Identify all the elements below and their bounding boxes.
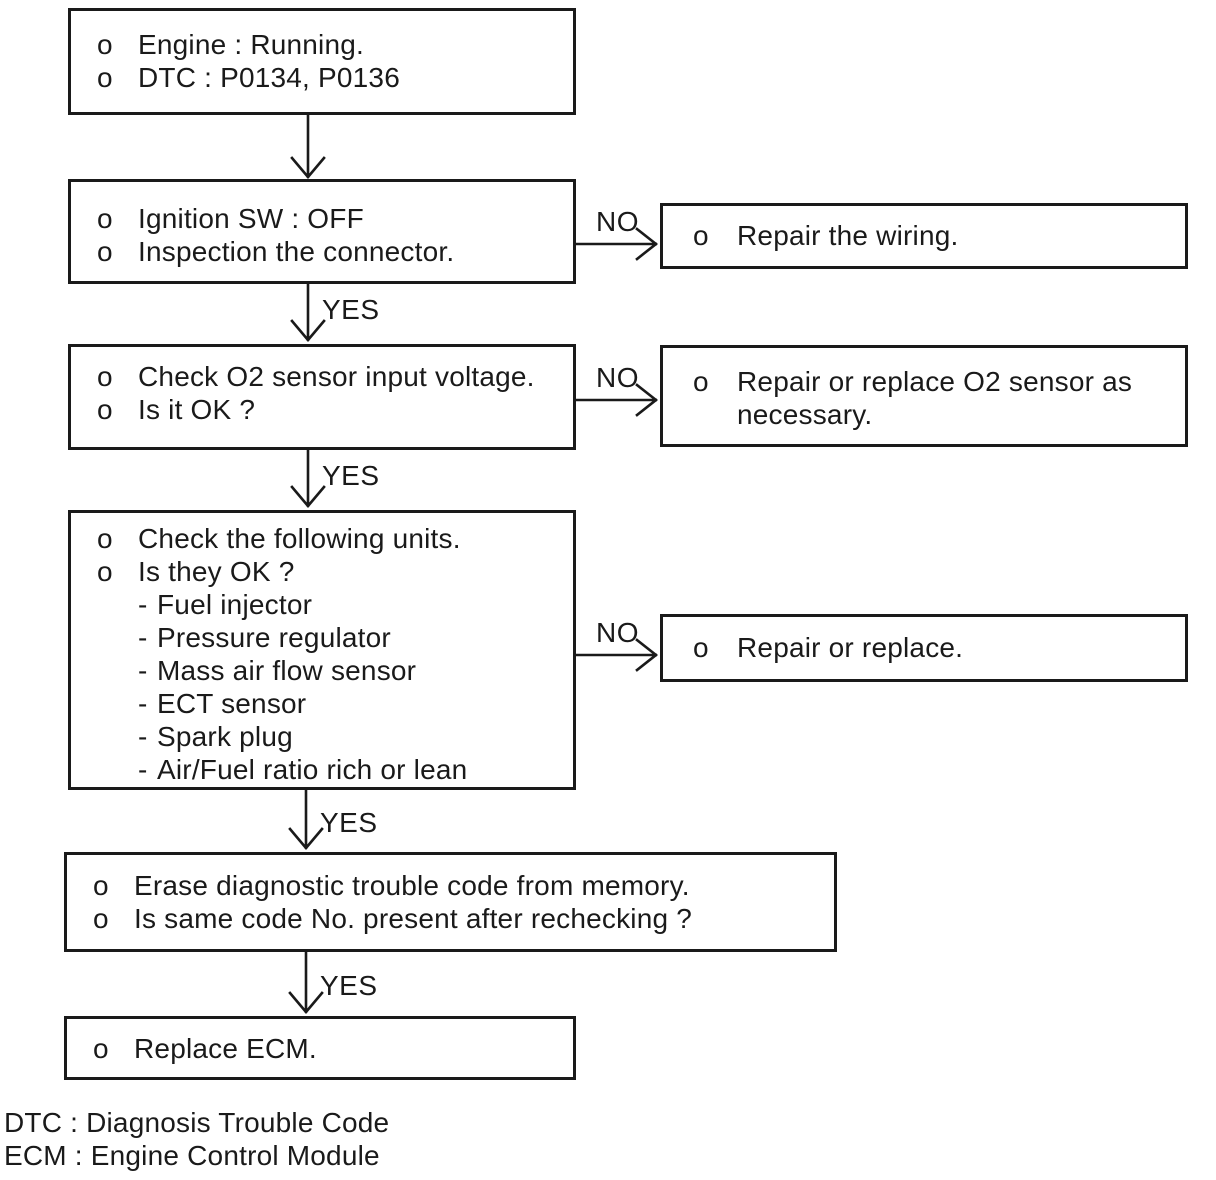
action-repair-wiring: o Repair the wiring. <box>660 203 1188 269</box>
list-item: o DTC : P0134, P0136 <box>71 61 573 94</box>
arrow-yes-o2voltage-to-units <box>290 448 326 508</box>
bullet-marker: o <box>93 870 109 901</box>
action-repair-o2-sensor: o Repair or replace O2 sensor as necessa… <box>660 345 1188 447</box>
bullet-marker: o <box>97 556 113 587</box>
bullet-marker: o <box>93 903 109 934</box>
label-yes-3: YES <box>320 807 378 838</box>
dash-marker: - <box>138 754 148 785</box>
bullet-marker: o <box>97 394 113 425</box>
arrow-yes-ignition-to-o2voltage <box>290 282 326 342</box>
label-yes-2: YES <box>322 460 380 491</box>
dash-marker: - <box>138 655 148 686</box>
step-text: Fuel injector <box>157 589 313 620</box>
step-start-conditions: o Engine : Running. o DTC : P0134, P0136 <box>68 8 576 115</box>
bullet-marker: o <box>693 366 709 397</box>
bullet-marker: o <box>693 220 709 251</box>
label-no-2: NO <box>596 362 639 393</box>
list-item: o Erase diagnostic trouble code from mem… <box>67 869 834 902</box>
list-item: o Inspection the connector. <box>71 235 573 268</box>
arrow-yes-erase-to-replace-ecm <box>288 950 324 1014</box>
dash-marker: - <box>138 688 148 719</box>
step-o2-voltage-check: o Check O2 sensor input voltage. o Is it… <box>68 344 576 450</box>
bullet-marker: o <box>693 632 709 663</box>
step-text: Inspection the connector. <box>138 236 455 267</box>
bullet-marker: o <box>97 29 113 60</box>
dash-marker: - <box>138 589 148 620</box>
list-item: o Repair or replace. <box>663 631 1185 664</box>
list-item: o Repair or replace O2 sensor as necessa… <box>663 365 1185 431</box>
legend-line-ecm: ECM : Engine Control Module <box>4 1140 380 1171</box>
step-units-check: o Check the following units. o Is they O… <box>68 510 576 790</box>
bullet-marker: o <box>97 203 113 234</box>
step-text: Repair the wiring. <box>737 220 959 251</box>
bullet-marker: o <box>97 523 113 554</box>
list-item: - Air/Fuel ratio rich or lean <box>71 753 573 786</box>
step-text: Air/Fuel ratio rich or lean <box>157 754 468 785</box>
step-text: Check O2 sensor input voltage. <box>138 361 535 392</box>
step-text: Repair or replace. <box>737 632 964 663</box>
list-item: - Pressure regulator <box>71 621 573 654</box>
step-text: Engine : Running. <box>138 29 365 60</box>
step-text: Is it OK ? <box>138 394 256 425</box>
bullet-marker: o <box>93 1033 109 1064</box>
step-text: ECT sensor <box>157 688 307 719</box>
list-item: - Mass air flow sensor <box>71 654 573 687</box>
step-text: Pressure regulator <box>157 622 391 653</box>
step-text: Replace ECM. <box>134 1033 317 1064</box>
step-text: Is same code No. present after recheckin… <box>134 903 692 934</box>
step-text: Check the following units. <box>138 523 461 554</box>
action-repair-or-replace: o Repair or replace. <box>660 614 1188 682</box>
arrow-start-to-ignition <box>290 113 326 179</box>
list-item: o Engine : Running. <box>71 28 573 61</box>
step-text: Is they OK ? <box>138 556 295 587</box>
step-text: Ignition SW : OFF <box>138 203 364 234</box>
step-ignition-check: o Ignition SW : OFF o Inspection the con… <box>68 179 576 284</box>
step-text: Spark plug <box>157 721 293 752</box>
list-item: - ECT sensor <box>71 687 573 720</box>
label-yes-1: YES <box>322 294 380 325</box>
list-item: o Repair the wiring. <box>663 219 1185 252</box>
bullet-marker: o <box>97 361 113 392</box>
abbreviation-legend: DTC : Diagnosis Trouble Code ECM : Engin… <box>4 1106 389 1172</box>
step-text: Repair or replace O2 sensor as necessary… <box>737 366 1133 430</box>
list-item: o Replace ECM. <box>67 1032 573 1065</box>
bullet-marker: o <box>97 236 113 267</box>
list-item: o Is same code No. present after recheck… <box>67 902 834 935</box>
list-item: o Is they OK ? <box>71 555 573 588</box>
list-item: o Check the following units. <box>71 522 573 555</box>
list-item: o Ignition SW : OFF <box>71 202 573 235</box>
bullet-marker: o <box>97 62 113 93</box>
legend-line-dtc: DTC : Diagnosis Trouble Code <box>4 1107 390 1138</box>
label-no-3: NO <box>596 617 639 648</box>
step-text: DTC : P0134, P0136 <box>138 62 400 93</box>
list-item: - Spark plug <box>71 720 573 753</box>
list-item: o Check O2 sensor input voltage. <box>71 360 573 393</box>
list-item: - Fuel injector <box>71 588 573 621</box>
step-text: Mass air flow sensor <box>157 655 417 686</box>
list-item: o Is it OK ? <box>71 393 573 426</box>
dash-marker: - <box>138 721 148 752</box>
step-text: Erase diagnostic trouble code from memor… <box>134 870 690 901</box>
arrow-yes-units-to-erase <box>288 788 324 850</box>
dash-marker: - <box>138 622 148 653</box>
label-yes-4: YES <box>320 970 378 1001</box>
step-erase-dtc: o Erase diagnostic trouble code from mem… <box>64 852 837 952</box>
label-no-1: NO <box>596 206 639 237</box>
step-replace-ecm: o Replace ECM. <box>64 1016 576 1080</box>
